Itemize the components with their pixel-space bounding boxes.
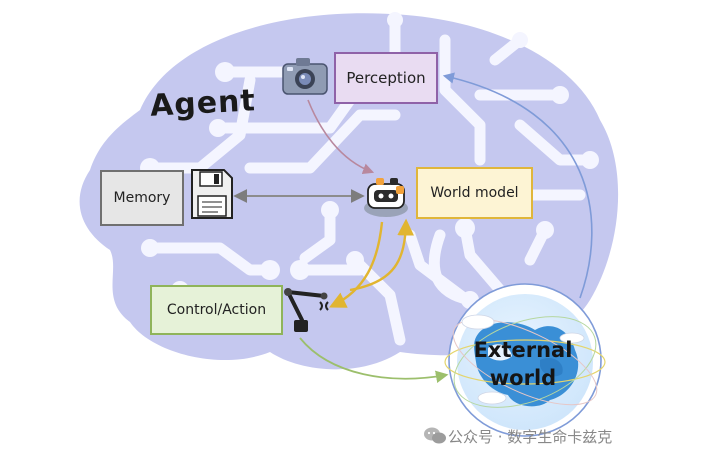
- arrow-perception-to-world-model: [307, 99, 375, 175]
- camera-icon: [282, 58, 328, 95]
- perception-label: Perception: [346, 69, 426, 87]
- diagram-title: Agent: [149, 83, 257, 124]
- memory-node: Memory: [100, 170, 184, 226]
- world-model-label: World model: [430, 185, 519, 201]
- robot-icon: [364, 178, 408, 217]
- control-action-label: Control/Action: [166, 302, 267, 318]
- external-world-node: External world: [462, 336, 584, 392]
- external-world-label-line2: world: [489, 366, 557, 390]
- arrow-external-world-to-perception: [442, 72, 593, 299]
- floppy-disk-icon: [191, 169, 233, 219]
- arrow-control-to-world-model: [349, 218, 415, 292]
- watermark-text: 公众号 · 数字生命卡兹克: [448, 428, 613, 446]
- external-world-label-line1: External: [473, 338, 573, 362]
- world-model-node: World model: [416, 167, 533, 219]
- memory-label: Memory: [113, 190, 171, 206]
- circuit-traces: [144, 14, 596, 346]
- watermark: 公众号 · 数字生命卡兹克: [448, 426, 612, 447]
- control-action-node: Control/Action: [150, 285, 283, 335]
- perception-node: Perception: [334, 52, 438, 104]
- arrow-world-model-to-control: [328, 221, 384, 308]
- robot-arm-icon: [284, 288, 329, 332]
- arrow-control-to-external-world: [299, 337, 449, 383]
- globe-icon: [444, 283, 606, 437]
- wechat-icon: [424, 427, 446, 444]
